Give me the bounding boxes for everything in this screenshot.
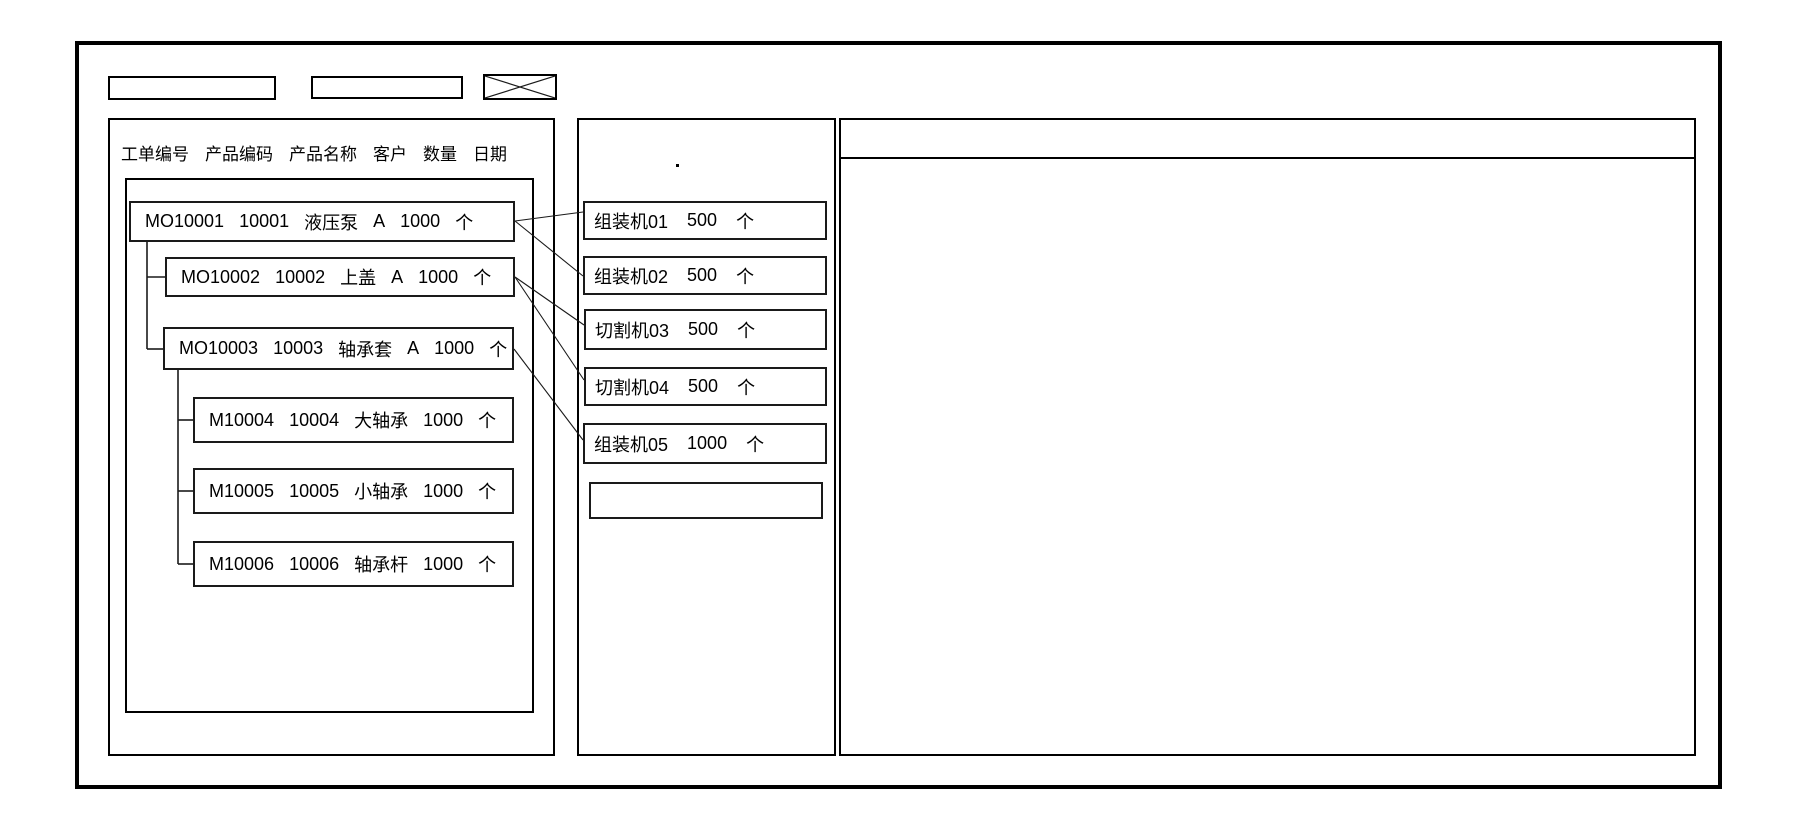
product-name: 小轴承 — [354, 482, 409, 502]
order-row-mo10003[interactable]: MO10003 10003 轴承套 A 1000 个 — [163, 327, 514, 370]
machine-name: 组装机02 — [594, 266, 669, 287]
column-date: 日期 — [473, 145, 507, 164]
product-code: 10004 — [289, 409, 340, 430]
product-code: 10005 — [289, 480, 340, 501]
order-no: M10005 — [209, 480, 275, 501]
machine-row-zuzhuangji01[interactable]: 组装机01 500 个 — [583, 201, 827, 240]
machine-name: 切割机04 — [595, 377, 670, 398]
order-row-m10005[interactable]: M10005 10005 小轴承 1000 个 — [193, 468, 514, 514]
unit: 个 — [478, 482, 497, 502]
unit: 个 — [478, 555, 497, 575]
stray-dot-mark — [676, 164, 679, 167]
product-name: 轴承套 — [338, 339, 393, 360]
column-product-name: 产品名称 — [289, 145, 357, 164]
order-row-m10004[interactable]: M10004 10004 大轴承 1000 个 — [193, 397, 514, 443]
machine-row-zuzhuangji02[interactable]: 组装机02 500 个 — [583, 256, 827, 295]
detail-panel — [839, 118, 1696, 756]
unit: 个 — [455, 212, 474, 233]
product-code: 10003 — [273, 338, 324, 358]
machine-name: 组装机01 — [594, 211, 669, 232]
product-name: 轴承杆 — [354, 555, 409, 575]
product-name: 上盖 — [340, 268, 377, 288]
qty: 1000 — [434, 338, 475, 358]
column-customer: 客户 — [373, 145, 407, 164]
machine-unit: 个 — [736, 211, 755, 232]
x-crossed-icon — [485, 76, 555, 98]
order-no: MO10001 — [145, 211, 225, 231]
machine-name: 组装机05 — [594, 434, 669, 455]
customer: A — [373, 211, 386, 231]
unit: 个 — [489, 339, 508, 360]
qty: 1000 — [418, 266, 459, 287]
close-box-button[interactable] — [483, 74, 557, 100]
qty: 1000 — [400, 211, 441, 231]
machine-qty: 500 — [688, 319, 719, 339]
order-row-m10006[interactable]: M10006 10006 轴承杆 1000 个 — [193, 541, 514, 587]
order-no: MO10002 — [181, 266, 261, 287]
machine-row-qiegeji03[interactable]: 切割机03 500 个 — [584, 309, 827, 350]
toolbar-input-1[interactable] — [108, 76, 276, 100]
unit: 个 — [473, 268, 492, 288]
column-product-code: 产品编码 — [205, 145, 273, 164]
product-name: 液压泵 — [304, 212, 359, 233]
order-no: M10006 — [209, 553, 275, 574]
machine-row-empty[interactable] — [589, 482, 823, 519]
qty: 1000 — [423, 553, 464, 574]
machine-qty: 500 — [687, 210, 718, 230]
order-row-mo10001[interactable]: MO10001 10001 液压泵 A 1000 个 — [129, 201, 515, 242]
machine-unit: 个 — [737, 320, 756, 341]
product-name: 大轴承 — [354, 411, 409, 431]
customer: A — [391, 266, 404, 287]
orders-header-row: 工单编号 产品编码 产品名称 客户 数量 日期 — [121, 144, 507, 166]
product-code: 10002 — [275, 266, 326, 287]
machine-name: 切割机03 — [595, 320, 670, 341]
product-code: 10001 — [239, 211, 290, 231]
order-row-mo10002[interactable]: MO10002 10002 上盖 A 1000 个 — [165, 257, 515, 297]
toolbar-input-2[interactable] — [311, 76, 463, 99]
machine-unit: 个 — [746, 434, 765, 455]
machine-row-zuzhuangji05[interactable]: 组装机05 1000 个 — [583, 423, 827, 464]
qty: 1000 — [423, 480, 464, 501]
machine-qty: 1000 — [687, 433, 728, 453]
machine-unit: 个 — [737, 377, 756, 398]
column-order-no: 工单编号 — [121, 145, 189, 164]
machine-qty: 500 — [688, 376, 719, 396]
order-no: MO10003 — [179, 338, 259, 358]
machine-row-qiegeji04[interactable]: 切割机04 500 个 — [584, 367, 827, 406]
qty: 1000 — [423, 409, 464, 430]
unit: 个 — [478, 411, 497, 431]
machine-unit: 个 — [736, 266, 755, 287]
order-no: M10004 — [209, 409, 275, 430]
customer: A — [407, 338, 420, 358]
column-qty: 数量 — [423, 145, 457, 164]
product-code: 10006 — [289, 553, 340, 574]
machine-qty: 500 — [687, 265, 718, 285]
detail-panel-header-divider — [839, 157, 1696, 159]
